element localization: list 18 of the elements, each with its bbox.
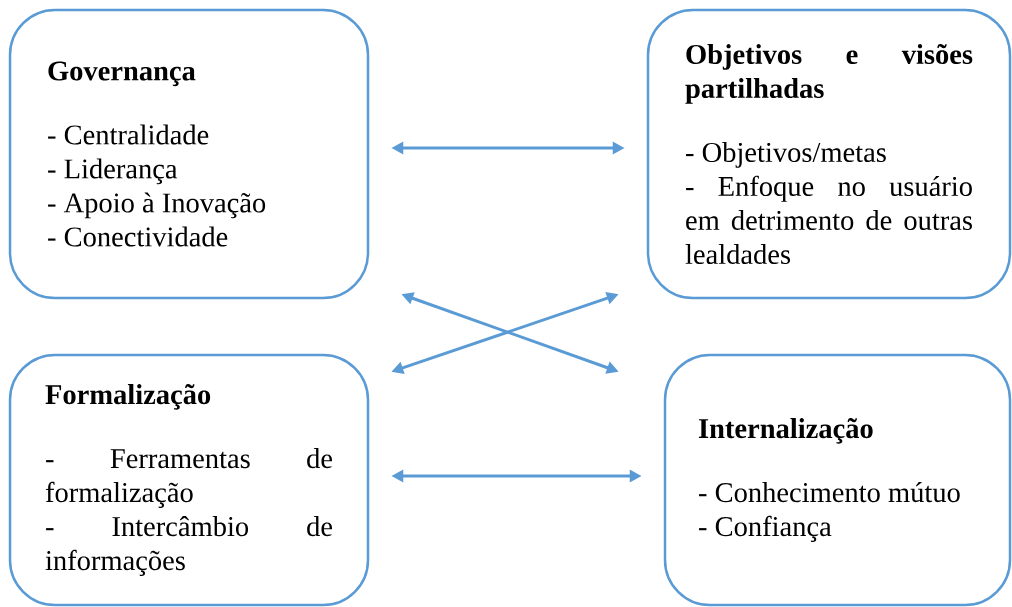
rounded-box: [8, 8, 370, 300]
box-heading: Objetivos e visões partilhadas: [685, 43, 973, 104]
list-item: - Conectividade: [48, 226, 228, 247]
rounded-box: [646, 8, 1012, 300]
list-item: - Conhecimento mútuo: [699, 482, 960, 503]
rounded-box: [8, 353, 370, 607]
rounded-box: [663, 353, 1012, 607]
list-item: - Objetivos/metas: [686, 142, 886, 168]
box-heading: Internalização: [698, 418, 873, 444]
list-item: - Liderança: [48, 158, 178, 185]
list-item: - Intercâmbio de informações: [45, 516, 332, 576]
list-item: - Confiança: [699, 515, 832, 542]
list-item: - Ferramentas de formalização: [45, 448, 332, 508]
list-item: - Centralidade: [48, 124, 209, 145]
list-item: - Enfoque no usuário em detrimento de outras lealdades: [685, 175, 972, 265]
box-heading: Governança: [48, 61, 196, 87]
list-item: - Apoio à Inovação: [48, 192, 266, 219]
box-heading: Formalização: [45, 384, 211, 410]
